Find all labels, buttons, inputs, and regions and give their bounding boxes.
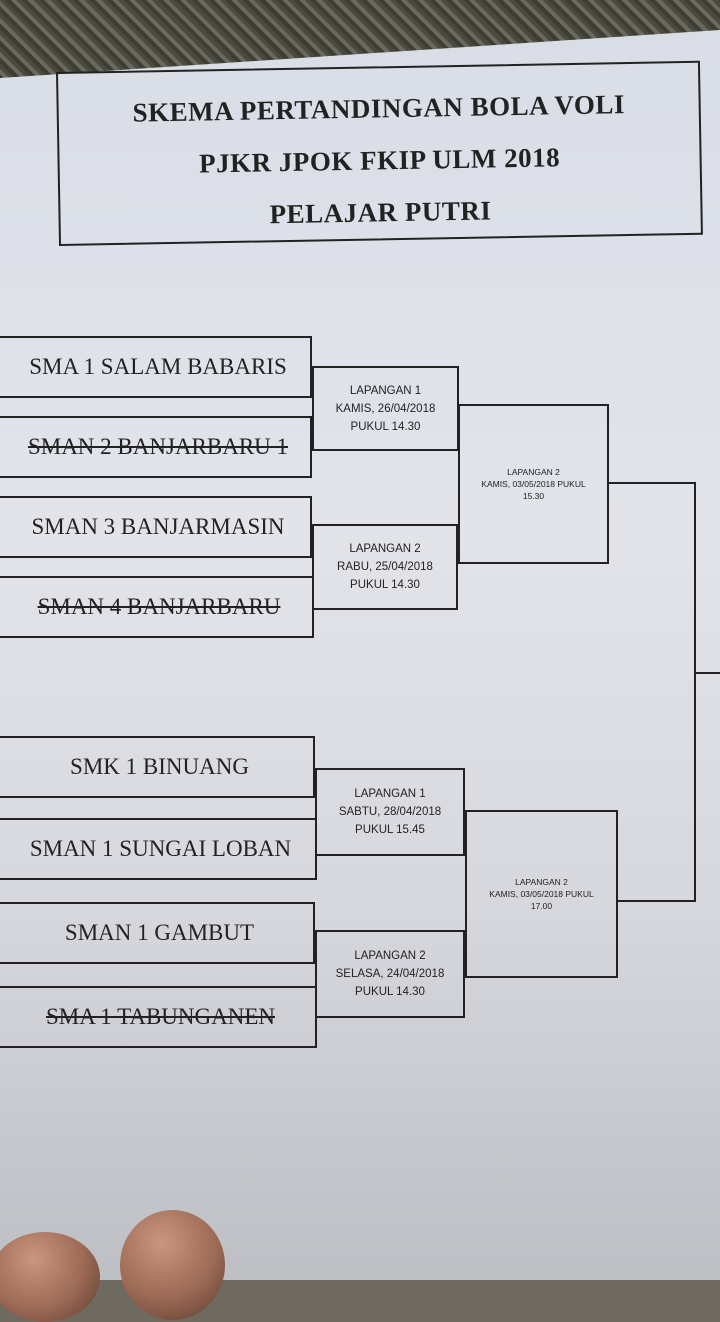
- match-box-r1-3: LAPANGAN 1 SABTU, 28/04/2018 PUKUL 15.45: [315, 768, 465, 856]
- final-connector-top: [609, 482, 696, 484]
- finger-right: [120, 1210, 225, 1320]
- team-box-8: SMA 1 TABUNGANEN: [0, 986, 317, 1048]
- finger-left: [0, 1232, 100, 1322]
- match-box-r2-2: LAPANGAN 2 KAMIS, 03/05/2018 PUKUL 17.00: [465, 810, 618, 978]
- match-box-r1-2: LAPANGAN 2 RABU, 25/04/2018 PUKUL 14.30: [312, 524, 458, 610]
- team-box-6: SMAN 1 SUNGAI LOBAN: [0, 818, 317, 880]
- title-line-3: PELAJAR PUTRI: [269, 195, 492, 230]
- final-connector-vertical: [694, 482, 696, 902]
- team-box-2: SMAN 2 BANJARBARU 1: [0, 416, 312, 478]
- final-connector-out: [694, 672, 720, 674]
- match-box-r2-1: LAPANGAN 2 KAMIS, 03/05/2018 PUKUL 15.30: [458, 404, 609, 564]
- team-box-7: SMAN 1 GAMBUT: [0, 902, 315, 964]
- final-connector-bottom: [618, 900, 696, 902]
- team-box-5: SMK 1 BINUANG: [0, 736, 315, 798]
- team-box-3: SMAN 3 BANJARMASIN: [0, 496, 312, 558]
- team-box-4: SMAN 4 BANJARBARU: [0, 576, 314, 638]
- team-box-1: SMA 1 SALAM BABARIS: [0, 336, 312, 398]
- title-box: SKEMA PERTANDINGAN BOLA VOLI PJKR JPOK F…: [56, 60, 703, 246]
- paper-sheet: [0, 30, 720, 1280]
- match-box-r1-4: LAPANGAN 2 SELASA, 24/04/2018 PUKUL 14.3…: [315, 930, 465, 1018]
- match-box-r1-1: LAPANGAN 1 KAMIS, 26/04/2018 PUKUL 14.30: [312, 366, 459, 451]
